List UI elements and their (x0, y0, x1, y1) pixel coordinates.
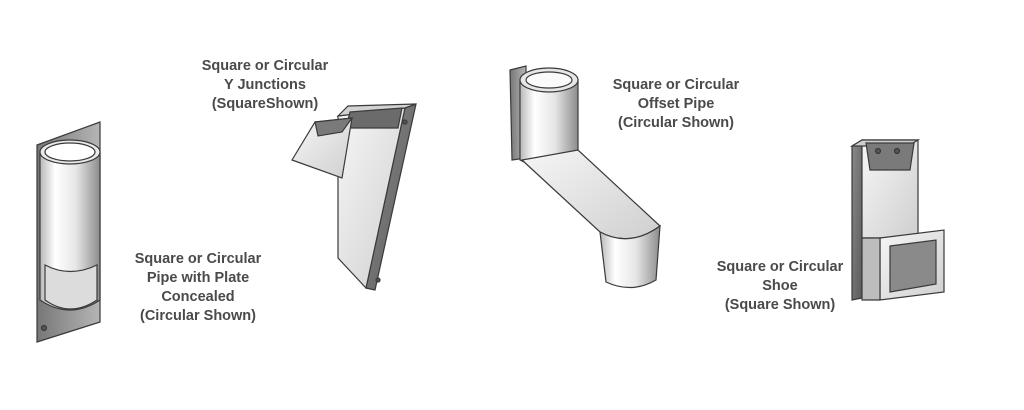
shoe-drawing (849, 138, 945, 301)
caption-line: (SquareShown) (211, 96, 319, 112)
caption-line: Y Junctions (224, 77, 306, 93)
caption-line: (Circular Shown) (617, 115, 734, 131)
caption-line: Square or Circular (134, 251, 262, 267)
offset-pipe-caption: Square or Circular Offset Pipe (Circular… (596, 76, 756, 133)
shoe-caption: Square or Circular Shoe (Square Shown) (700, 258, 860, 315)
caption-line: Offset Pipe (637, 96, 715, 112)
caption-line: (Circular Shown) (139, 308, 256, 324)
y-junction-caption: Square or Circular Y Junctions (SquareSh… (185, 57, 345, 114)
pipe-with-plate-drawing (36, 121, 101, 343)
caption-line: Square or Circular (716, 259, 844, 275)
caption-line: Shoe (762, 278, 798, 294)
caption-line: Square or Circular (201, 58, 329, 74)
caption-line: Square or Circular (612, 77, 740, 93)
caption-line: Pipe with Plate (146, 270, 250, 286)
offset-pipe-drawing (509, 65, 661, 289)
caption-line: (Square Shown) (724, 297, 836, 313)
caption-line: Concealed (161, 289, 235, 305)
pipe-with-plate-caption: Square or Circular Pipe with Plate Conce… (118, 250, 278, 326)
y-junction-drawing (291, 103, 417, 291)
